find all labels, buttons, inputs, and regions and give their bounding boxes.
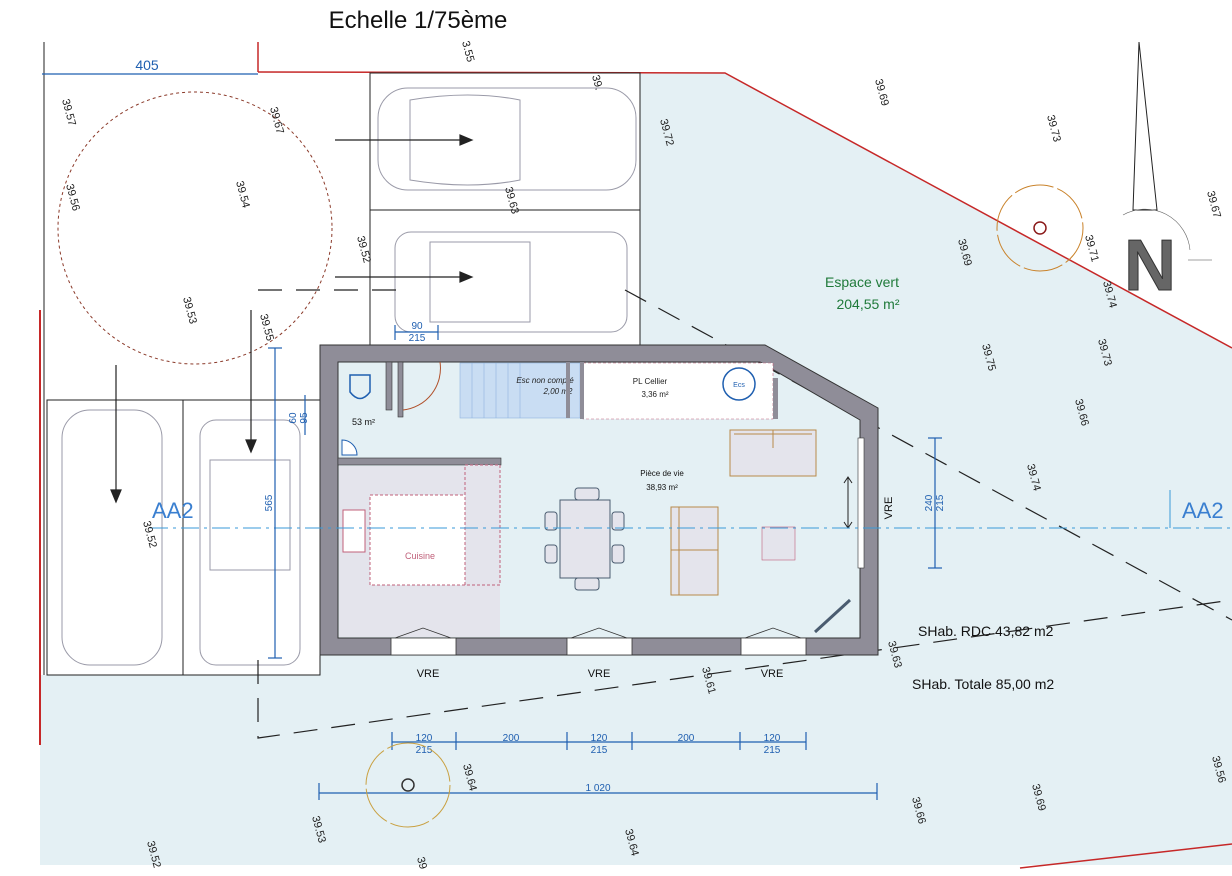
- water-heater-label: Ecs: [733, 382, 745, 389]
- wc-dim-a: 60: [288, 412, 299, 424]
- spot-elevations: 3.55 39. 39.57 39.67 39.56 39.54 39.72 3…: [59, 40, 1228, 871]
- cellier-area: 3,36 m²: [641, 390, 668, 399]
- door-dim-top: 90: [411, 321, 423, 332]
- elevation: 39.57: [59, 98, 78, 128]
- living-label: Pièce de vie: [640, 469, 684, 478]
- surface-rdc: SHab. RDC 43,82 m2: [918, 623, 1054, 639]
- seg-3-top: 120: [591, 733, 608, 744]
- stairs-label: Esc non compté: [516, 376, 574, 385]
- window-label-3: VRE: [761, 668, 784, 680]
- right-dim-a: 240: [924, 494, 935, 511]
- kitchen-island: [369, 494, 471, 586]
- windows-bottom: [390, 627, 807, 656]
- elevation: 39.67: [267, 106, 286, 136]
- elevation: 39.53: [180, 296, 199, 326]
- tree-canopy: [57, 91, 333, 365]
- door-swing: [402, 361, 441, 411]
- cellier-label: PL Cellier: [633, 377, 668, 386]
- elevation: 39.71: [1082, 234, 1101, 264]
- sofa-icon: [670, 429, 817, 596]
- elevation: 39.56: [63, 183, 82, 213]
- elevation: 39.73: [1044, 114, 1063, 144]
- right-dim-b: 215: [935, 494, 946, 511]
- tree-symbol: [365, 184, 1084, 828]
- window-label-1: VRE: [417, 668, 440, 680]
- elevation: 3.55: [459, 40, 476, 64]
- wc-partition-2: [397, 361, 404, 418]
- lawn-area: [40, 73, 1232, 865]
- seg-1-bottom: 215: [416, 745, 433, 756]
- left-height-dim: 565: [264, 494, 275, 511]
- surface-total: SHab. Totale 85,00 m2: [912, 676, 1054, 692]
- seg-1-top: 120: [416, 733, 433, 744]
- seg-5-top: 120: [764, 733, 781, 744]
- cellier-wall: [580, 362, 584, 419]
- dining-table: [544, 487, 625, 591]
- stair-steps: [471, 363, 521, 418]
- sink-icon: [342, 509, 366, 553]
- total-width-dim: 1 020: [585, 783, 610, 794]
- stairs-wall: [566, 362, 570, 418]
- elevation: 39: [414, 856, 429, 871]
- window-label-4: VRE: [883, 497, 895, 520]
- section-mark-right: AA2: [1182, 498, 1224, 523]
- door-dim-bottom: 215: [409, 333, 426, 344]
- wc-partition: [385, 361, 393, 411]
- seg-3-bottom: 215: [591, 745, 608, 756]
- seg-4-top: 200: [678, 733, 695, 744]
- wc-dim-b: 95: [299, 412, 310, 424]
- window-right: [857, 437, 865, 569]
- green-space-area: 204,55 m²: [836, 296, 899, 312]
- window-label-2: VRE: [588, 668, 611, 680]
- seg-5-bottom: 215: [764, 745, 781, 756]
- stairs-area: 2,00 m2: [543, 387, 573, 396]
- property-boundary: [257, 71, 1232, 349]
- elevation: 39.: [589, 74, 605, 92]
- scale-title: Echelle 1/75ème: [329, 7, 508, 34]
- parking-arrows: [110, 134, 474, 504]
- seg-2-top: 200: [503, 733, 520, 744]
- elevation: 39.67: [1204, 190, 1223, 220]
- wc-area: 53 m²: [352, 417, 375, 427]
- kitchen-label: Cuisine: [405, 551, 435, 561]
- green-space-label: Espace vert: [825, 274, 899, 290]
- fireplace: [813, 598, 852, 634]
- coffee-table: [761, 526, 796, 561]
- kitchen-wall: [337, 457, 502, 466]
- north-label: N: [1124, 226, 1176, 306]
- water-heater-icon: [722, 367, 756, 401]
- north-arrow-icon: N: [1122, 41, 1212, 307]
- section-mark-left: AA2: [152, 498, 194, 523]
- property-boundary-bottom: [1019, 843, 1232, 869]
- elevation: 39.54: [233, 180, 252, 210]
- kitchen-counter: [464, 464, 501, 586]
- washbasin-icon: [341, 439, 358, 456]
- dimension-405: 405: [135, 57, 159, 73]
- elevation: 39.69: [872, 78, 891, 108]
- toilet-icon: [349, 374, 371, 400]
- cellier-partition: [773, 378, 778, 419]
- living-area: 38,93 m²: [646, 483, 678, 492]
- elevation: 39.55: [257, 313, 276, 343]
- dimension-lines: [268, 325, 942, 800]
